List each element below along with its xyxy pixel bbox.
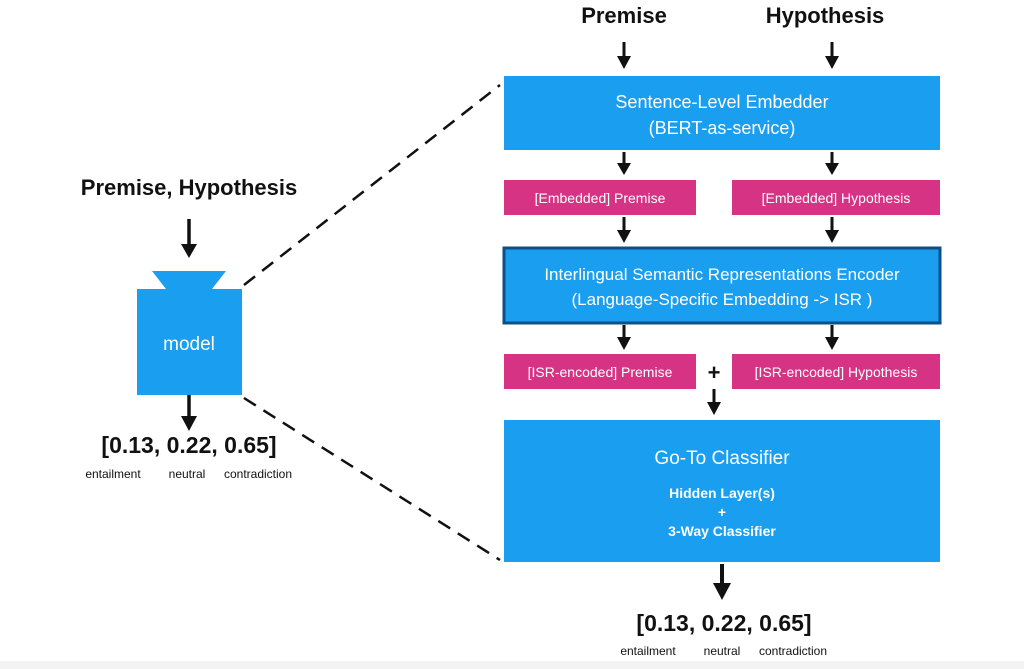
embedder-subtitle: (BERT-as-service) xyxy=(649,118,796,138)
isr-encoder-block: Interlingual Semantic Representations En… xyxy=(502,246,942,325)
hypothesis-label: Hypothesis xyxy=(766,3,885,28)
hypothesis-input-arrow xyxy=(825,42,839,69)
left-class-contradiction: contradiction xyxy=(224,467,292,481)
embedded-hypothesis-box: [Embedded] Hypothesis xyxy=(732,180,940,215)
isr-premise-box: [ISR-encoded] Premise xyxy=(504,354,696,389)
classifier-block: Go-To Classifier Hidden Layer(s) + 3-Way… xyxy=(504,420,940,562)
encoder-title: Interlingual Semantic Representations En… xyxy=(544,265,900,284)
left-output-arrow xyxy=(181,395,197,431)
isr-hypothesis-label: [ISR-encoded] Hypothesis xyxy=(755,364,918,380)
premise-input-arrow xyxy=(617,42,631,69)
zoom-line-bottom xyxy=(243,396,501,562)
embedded-premise-box: [Embedded] Premise xyxy=(504,180,696,215)
right-class-neutral: neutral xyxy=(704,644,741,658)
right-class-contradiction: contradiction xyxy=(759,644,827,658)
left-class-neutral: neutral xyxy=(169,467,206,481)
encoder-hypothesis-arrow xyxy=(825,217,839,243)
model-block: model xyxy=(137,271,242,395)
bottom-edge-strip xyxy=(0,661,1024,669)
embedder-title: Sentence-Level Embedder xyxy=(615,92,828,112)
left-input-label: Premise, Hypothesis xyxy=(81,175,297,200)
classifier-line2: + xyxy=(718,504,726,520)
right-class-entailment: entailment xyxy=(620,644,676,658)
embedded-hypothesis-label: [Embedded] Hypothesis xyxy=(762,190,911,206)
isr-hypothesis-arrow xyxy=(825,325,839,350)
sentence-embedder-block: Sentence-Level Embedder (BERT-as-service… xyxy=(504,76,940,150)
embedded-premise-label: [Embedded] Premise xyxy=(535,190,666,206)
encoder-premise-arrow xyxy=(617,217,631,243)
classifier-output-arrow xyxy=(713,564,731,600)
classifier-input-arrow xyxy=(707,389,721,415)
embed-premise-arrow xyxy=(617,152,631,175)
isr-premise-arrow xyxy=(617,325,631,350)
embed-hypothesis-arrow xyxy=(825,152,839,175)
left-input-arrow xyxy=(181,219,197,258)
left-class-entailment: entailment xyxy=(85,467,141,481)
right-output-vector: [0.13, 0.22, 0.65] xyxy=(636,610,811,636)
zoom-line-top xyxy=(243,84,501,286)
encoder-subtitle: (Language-Specific Embedding -> ISR ) xyxy=(572,290,873,309)
plus-sign: + xyxy=(708,360,721,385)
isr-hypothesis-box: [ISR-encoded] Hypothesis xyxy=(732,354,940,389)
classifier-title: Go-To Classifier xyxy=(654,448,790,469)
premise-label: Premise xyxy=(581,3,667,28)
classifier-line3: 3-Way Classifier xyxy=(668,523,776,539)
isr-premise-label: [ISR-encoded] Premise xyxy=(528,364,673,380)
left-output-vector: [0.13, 0.22, 0.65] xyxy=(101,432,276,458)
model-label: model xyxy=(163,334,215,355)
classifier-line1: Hidden Layer(s) xyxy=(669,485,775,501)
